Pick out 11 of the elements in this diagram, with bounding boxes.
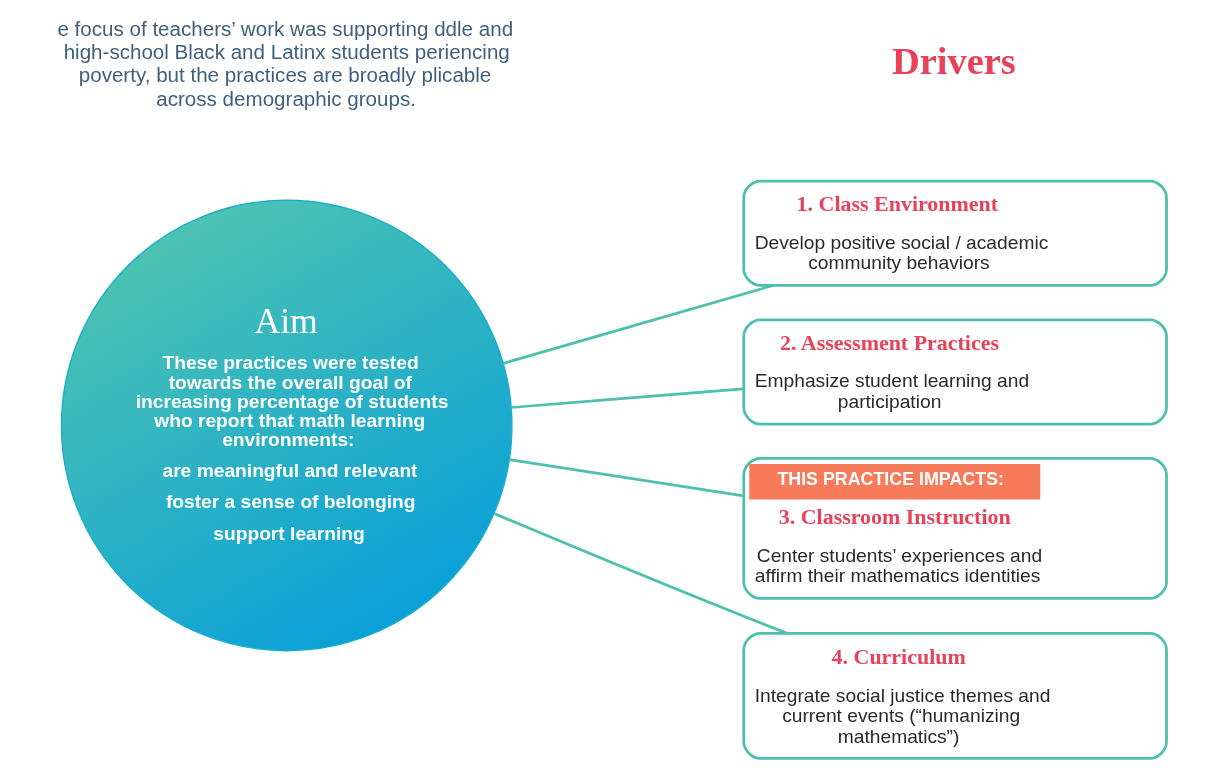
node-box: 4. Curriculum Integrate social justice themes and current events (“humanizing mathematics”) bbox=[741, 632, 1168, 760]
node-box: 2. Assessment Practices Emphasize student learning and participation bbox=[741, 318, 1168, 426]
label: Drivers bbox=[891, 39, 1016, 82]
node-circle: Aim These practices were tested towards the overall goal of increasing percentage of students who report that math learning environments: are meaningful and relevant foster a sense of belonging support learning bbox=[60, 199, 513, 652]
node-box: 1. Class Environment Develop positive social / academic community behaviors bbox=[741, 179, 1168, 287]
connector bbox=[493, 512, 788, 635]
connector bbox=[508, 458, 744, 498]
node-box: THIS PRACTICE IMPACTS: 3. Classroom Instruction Center students’ experiences and affirm their mathematics identities bbox=[741, 457, 1168, 600]
connector bbox=[502, 284, 773, 365]
connector bbox=[511, 387, 743, 409]
label: e focus of teachers’ work was supporting ddle and high-school Black and Latinx students periencing poverty, but the practices are broadly plicable across demographic groups. bbox=[56, 16, 513, 110]
